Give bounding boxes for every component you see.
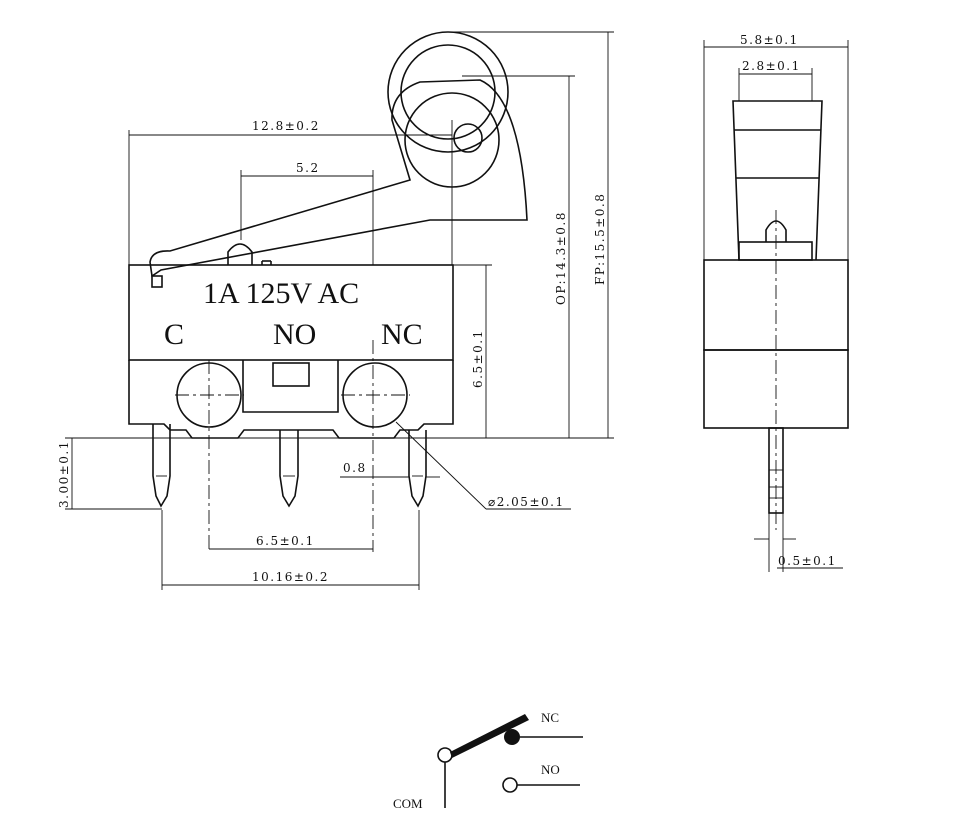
switch-base: [128, 360, 454, 439]
dim-terminal-length: 3.00±0.1: [57, 440, 71, 508]
dim-hole-diameter: ⌀2.05±0.1: [488, 495, 565, 509]
terminal-c: [152, 424, 171, 508]
schematic-label-no: NO: [541, 762, 560, 777]
dim-side-width: 5.8±0.1: [740, 33, 799, 47]
roller: [387, 31, 509, 188]
switch-schematic: NC NO COM: [393, 710, 583, 811]
dim-terminal-span: 10.16±0.2: [252, 570, 329, 584]
side-terminal: [768, 427, 784, 514]
lever-arm: [149, 79, 528, 288]
schematic-label-nc: NC: [541, 710, 559, 725]
lever-hinge: [151, 275, 163, 288]
terminal-label-c: C: [164, 318, 184, 351]
front-view: 1A 125V AC C NO NC 12.8±0.2 5.2 6.5±0.1 …: [57, 31, 614, 590]
dim-body-height: 6.5±0.1: [471, 329, 485, 388]
roller-axle: [453, 123, 483, 153]
switch-blade: [450, 714, 529, 758]
no-contact: [502, 777, 518, 793]
terminal-no: [279, 430, 299, 508]
rating-label: 1A 125V AC: [203, 277, 359, 310]
dim-free-position: FP:15.5±0.8: [593, 193, 607, 285]
dim-terminal-width: 0.8: [343, 461, 367, 475]
terminal-label-nc: NC: [381, 318, 423, 351]
side-view: 5.8±0.1 2.8±0.1 0.5±0.1: [703, 33, 849, 572]
dim-lever-pivot: 5.2: [296, 161, 320, 175]
nc-contact: [504, 729, 520, 745]
switch-body: [128, 264, 454, 361]
schematic-label-com: COM: [393, 796, 423, 811]
side-actuator: [732, 100, 823, 261]
plunger: [227, 243, 253, 265]
com-contact: [437, 747, 453, 763]
center-tab: [272, 362, 310, 387]
dim-actuator-width: 2.8±0.1: [742, 59, 801, 73]
dim-operating-position: OP:14.3±0.8: [554, 211, 568, 305]
dim-overall-width: 12.8±0.2: [252, 119, 320, 133]
side-plunger-base: [738, 241, 813, 261]
dim-terminal-thickness: 0.5±0.1: [778, 554, 837, 568]
center-slot: [242, 360, 339, 413]
terminal-label-no: NO: [273, 318, 316, 351]
terminal-nc: [408, 430, 427, 508]
dim-terminal-pitch: 6.5±0.1: [256, 534, 315, 548]
